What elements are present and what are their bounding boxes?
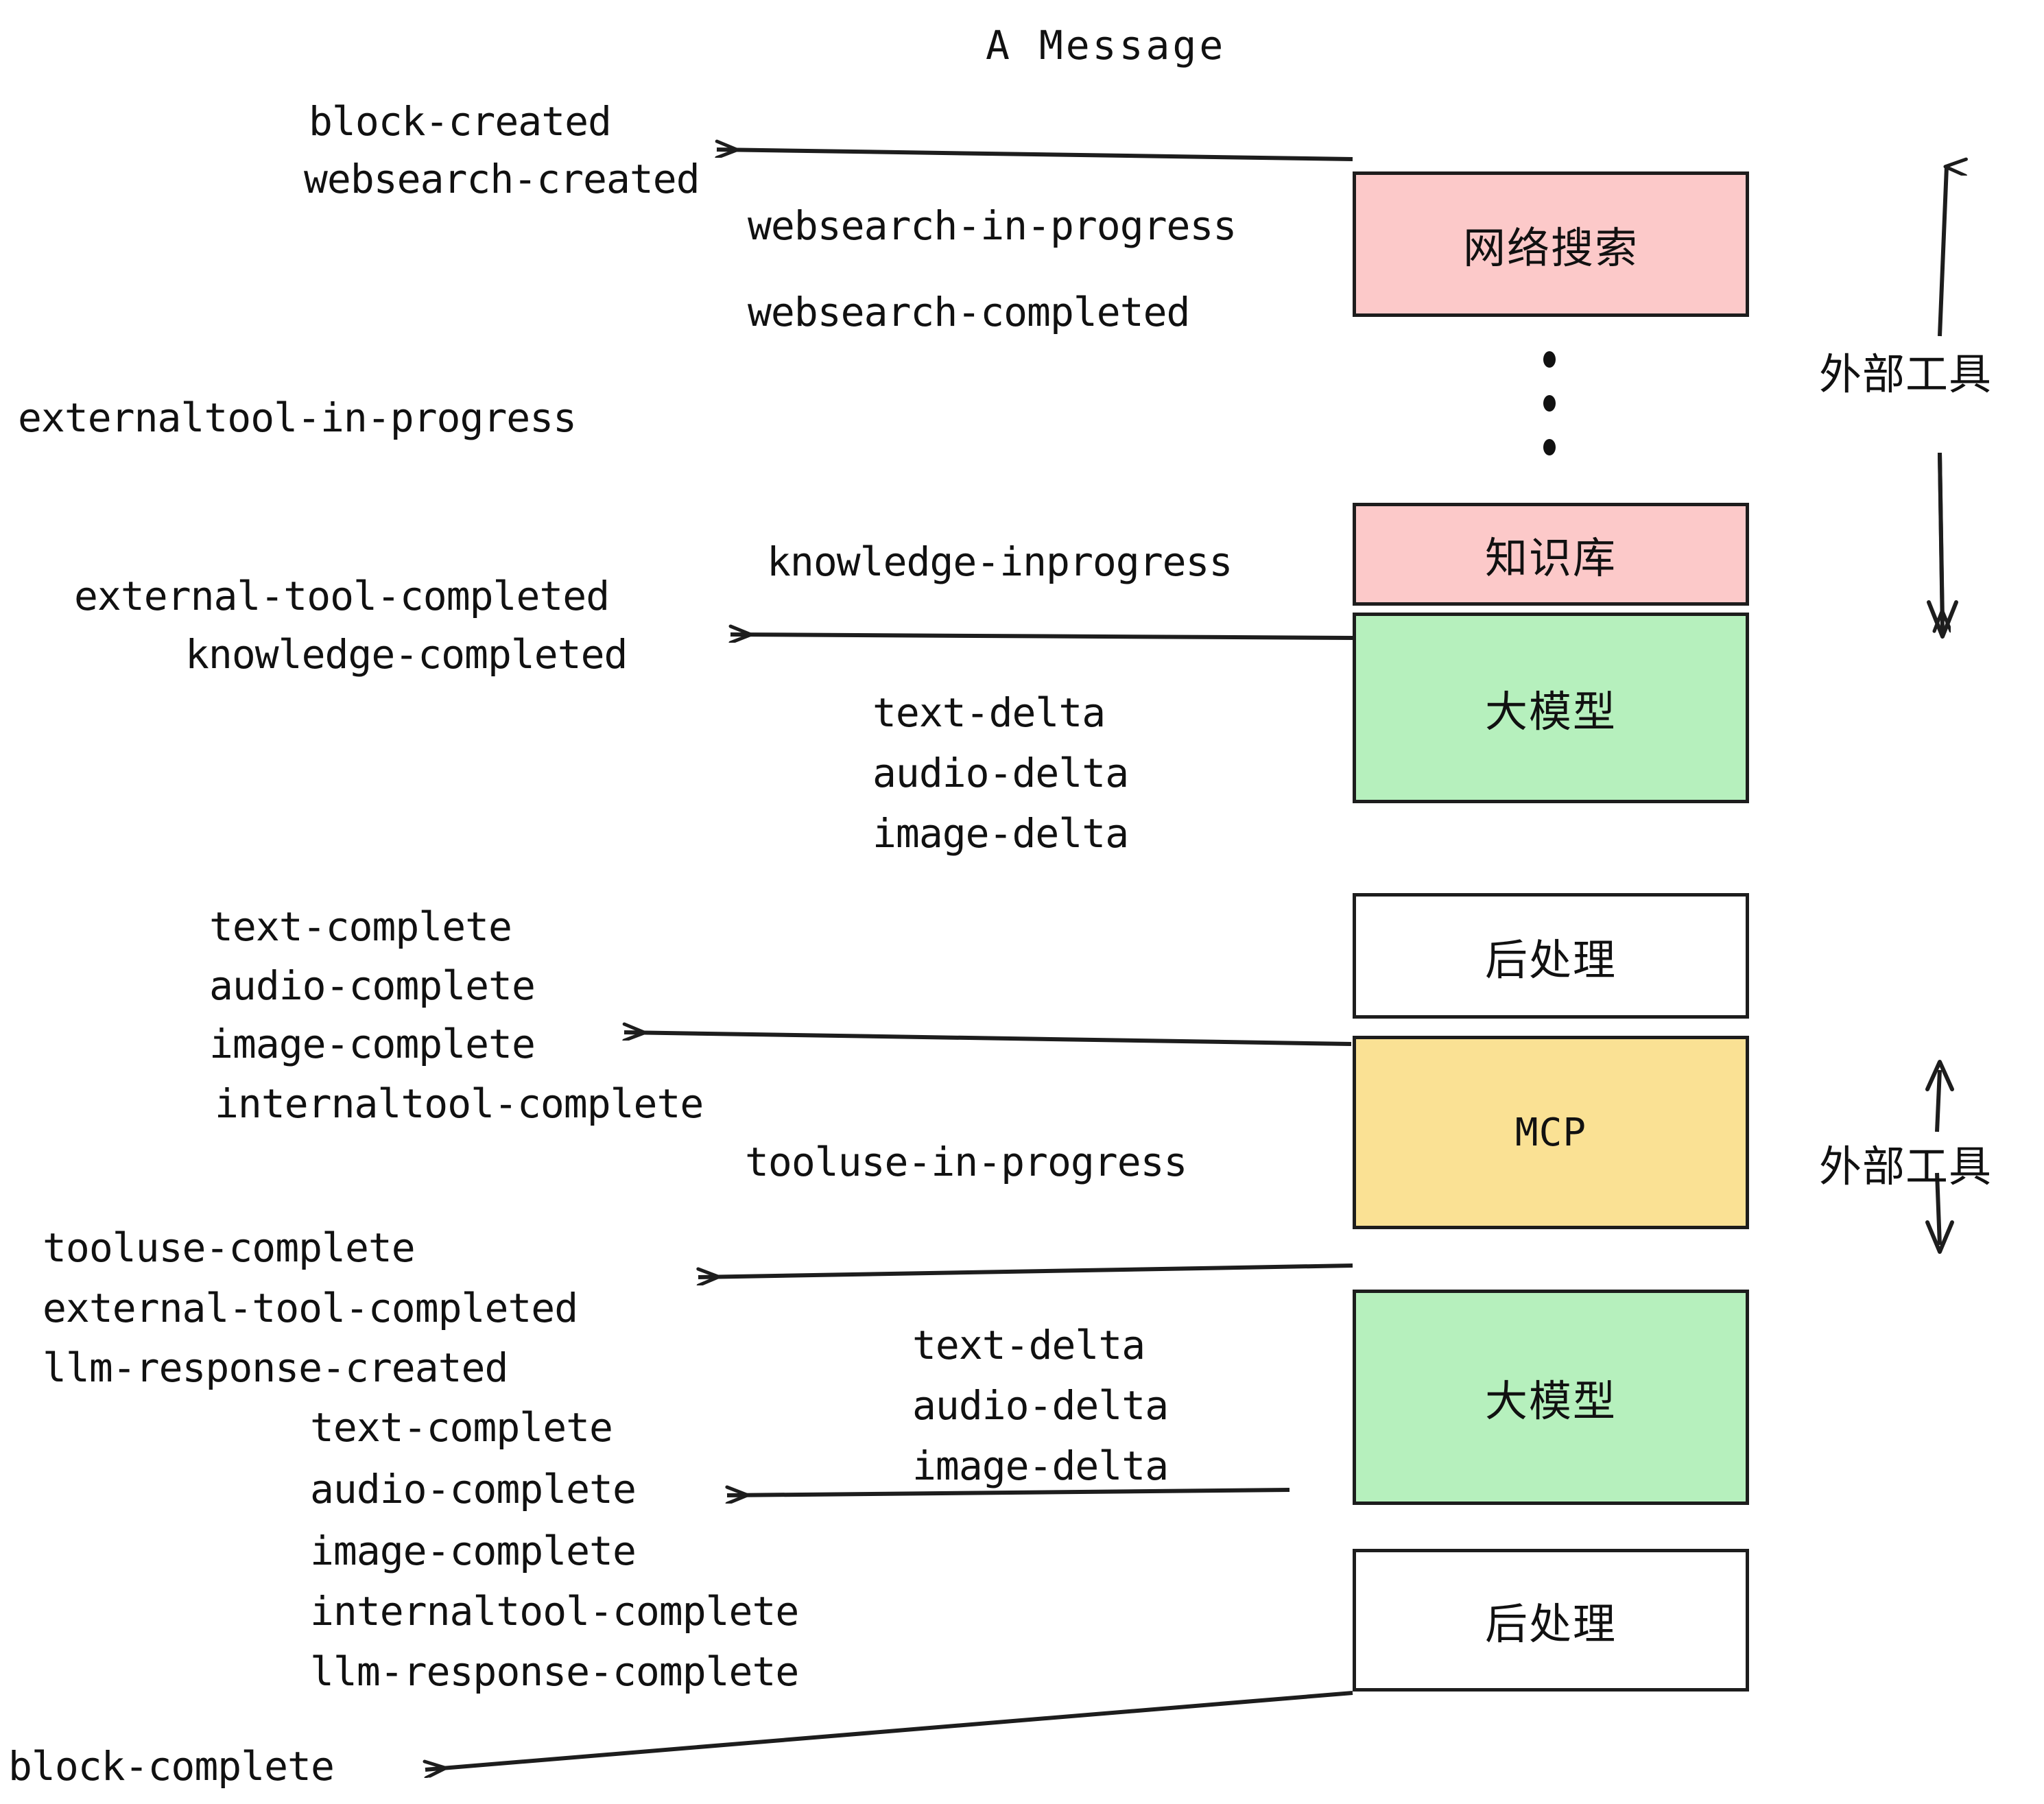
vertical-ellipsis-icon	[1543, 351, 1556, 483]
arrow-llm2-to-audio-complete	[727, 1490, 1290, 1495]
event-image-delta-1: image-delta	[872, 810, 1129, 857]
arrow-knowledge-to-completed	[730, 634, 1353, 638]
box-label-llm-1: 大模型	[1484, 687, 1617, 737]
event-block-complete: block-complete	[8, 1743, 335, 1790]
box-label-websearch: 网络搜索	[1462, 223, 1639, 273]
event-llm-response-complete: llm-response-complete	[310, 1648, 799, 1695]
arrow-websearch-to-created	[717, 150, 1353, 161]
box-label-llm-2: 大模型	[1484, 1376, 1617, 1426]
event-block-created: block-created	[309, 98, 612, 145]
event-image-delta-2: image-delta	[912, 1443, 1169, 1489]
event-text-complete-1: text-complete	[209, 903, 512, 950]
event-text-delta-2: text-delta	[912, 1322, 1145, 1368]
event-tooluse-complete: tooluse-complete	[43, 1224, 416, 1271]
box-mcp[interactable]: MCP	[1353, 1036, 1749, 1229]
arrow-mcp-to-tooluse-complete	[698, 1263, 1353, 1277]
event-audio-delta-2: audio-delta	[912, 1382, 1169, 1429]
arrow-external-tool-top-down	[1940, 452, 1942, 631]
box-label-postprocess-1: 后处理	[1484, 934, 1617, 985]
event-llm-response-created: llm-response-created	[43, 1344, 508, 1391]
event-externaltool-in-progress: externaltool-in-progress	[18, 394, 577, 441]
box-label-mcp: MCP	[1514, 1110, 1587, 1155]
arrow-postprocess2-to-block-complete	[425, 1691, 1353, 1770]
box-knowledge[interactable]: 知识库	[1353, 503, 1749, 606]
box-postprocess-1[interactable]: 后处理	[1353, 893, 1749, 1019]
event-audio-complete-1: audio-complete	[209, 962, 536, 1009]
box-label-postprocess-2: 后处理	[1484, 1599, 1617, 1649]
event-external-tool-completed-2: external-tool-completed	[43, 1285, 578, 1331]
arrow-llm1-to-image-complete	[624, 1032, 1352, 1046]
event-text-complete-2: text-complete	[310, 1404, 613, 1451]
event-audio-delta-1: audio-delta	[872, 750, 1129, 796]
event-image-complete-1: image-complete	[209, 1021, 536, 1067]
event-knowledge-completed: knowledge-completed	[185, 631, 628, 678]
box-postprocess-2[interactable]: 后处理	[1353, 1549, 1749, 1692]
event-websearch-created: websearch-created	[304, 156, 700, 202]
event-knowledge-inprogress: knowledge-inprogress	[767, 538, 1233, 585]
event-tooluse-in-progress: tooluse-in-progress	[745, 1139, 1187, 1185]
side-label-external-tool-bottom: 外部工具	[1819, 1141, 1993, 1191]
box-label-knowledge: 知识库	[1484, 533, 1617, 583]
event-external-tool-completed-1: external-tool-completed	[74, 573, 610, 619]
event-internaltool-complete-2: internaltool-complete	[310, 1588, 799, 1635]
event-internaltool-complete-1: internaltool-complete	[215, 1080, 704, 1127]
arrow-external-tool-top-up	[1938, 167, 1947, 337]
event-websearch-in-progress: websearch-in-progress	[748, 202, 1237, 249]
event-websearch-completed: websearch-completed	[748, 289, 1190, 335]
box-llm-1[interactable]: 大模型	[1353, 613, 1749, 803]
page-title: A Message	[986, 22, 1226, 69]
box-websearch[interactable]: 网络搜索	[1353, 171, 1749, 317]
event-image-complete-2: image-complete	[310, 1528, 637, 1574]
box-llm-2[interactable]: 大模型	[1353, 1290, 1749, 1505]
side-label-external-tool-top: 外部工具	[1819, 349, 1993, 399]
event-audio-complete-2: audio-complete	[310, 1466, 637, 1512]
event-text-delta-1: text-delta	[872, 689, 1106, 736]
